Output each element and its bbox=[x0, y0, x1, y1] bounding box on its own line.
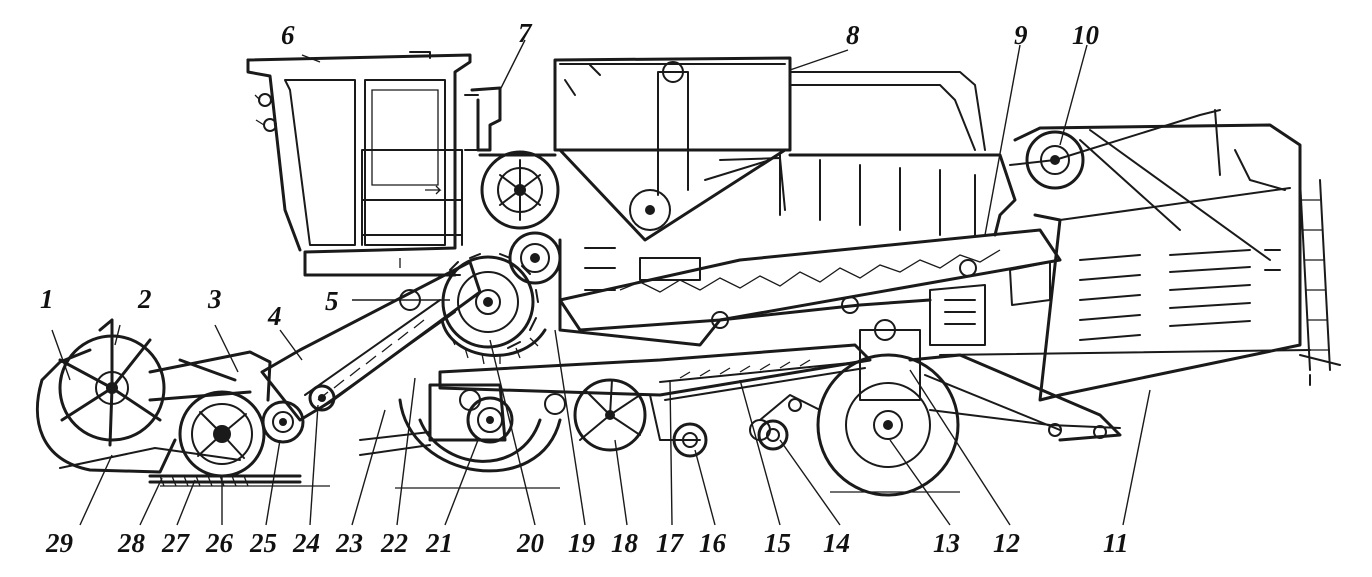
callout-29: 29 bbox=[46, 528, 73, 558]
tailings-auger bbox=[757, 419, 789, 451]
grain-auger bbox=[672, 422, 708, 458]
cabin bbox=[246, 51, 472, 277]
callout-17: 17 bbox=[656, 528, 683, 558]
air-intake bbox=[464, 86, 502, 152]
callout-11: 11 bbox=[1103, 528, 1129, 558]
cleaning-fan bbox=[573, 378, 647, 452]
grain-tank bbox=[553, 56, 986, 242]
rear-axle-linkage bbox=[908, 349, 1311, 442]
callout-6: 6 bbox=[281, 20, 295, 50]
callout-18: 18 bbox=[611, 528, 638, 558]
straw-hood bbox=[1013, 123, 1341, 402]
callout-28: 28 bbox=[118, 528, 145, 558]
callout-13: 13 bbox=[933, 528, 960, 558]
front-wheel bbox=[359, 383, 566, 473]
callout-19: 19 bbox=[568, 528, 595, 558]
rear-wheel bbox=[816, 319, 960, 497]
leader-lines bbox=[51, 39, 1151, 526]
ground-line bbox=[160, 485, 960, 493]
callout-20: 20 bbox=[517, 528, 544, 558]
callout-10: 10 bbox=[1072, 20, 1099, 50]
callout-27: 27 bbox=[162, 528, 189, 558]
callout-7: 7 bbox=[518, 18, 532, 48]
header-assembly bbox=[35, 318, 305, 487]
callout-2: 2 bbox=[138, 284, 152, 314]
cleaning-shoe bbox=[438, 343, 872, 441]
callout-26: 26 bbox=[206, 528, 233, 558]
callout-21: 21 bbox=[426, 528, 453, 558]
callout-3: 3 bbox=[208, 284, 222, 314]
callout-16: 16 bbox=[699, 528, 726, 558]
callout-12: 12 bbox=[993, 528, 1020, 558]
beater bbox=[480, 150, 562, 285]
callout-1: 1 bbox=[40, 284, 54, 314]
callout-15: 15 bbox=[764, 528, 791, 558]
callout-22: 22 bbox=[381, 528, 408, 558]
threshing-drum bbox=[440, 253, 547, 365]
engine-drive bbox=[1009, 109, 1286, 261]
callout-5: 5 bbox=[325, 286, 339, 316]
straw-walker bbox=[558, 228, 1062, 332]
callout-14: 14 bbox=[823, 528, 850, 558]
main-body bbox=[478, 153, 1051, 347]
callout-9: 9 bbox=[1014, 20, 1028, 50]
callout-4: 4 bbox=[268, 301, 282, 331]
callout-25: 25 bbox=[250, 528, 277, 558]
callout-24: 24 bbox=[293, 528, 320, 558]
callout-23: 23 bbox=[336, 528, 363, 558]
callout-8: 8 bbox=[846, 20, 860, 50]
